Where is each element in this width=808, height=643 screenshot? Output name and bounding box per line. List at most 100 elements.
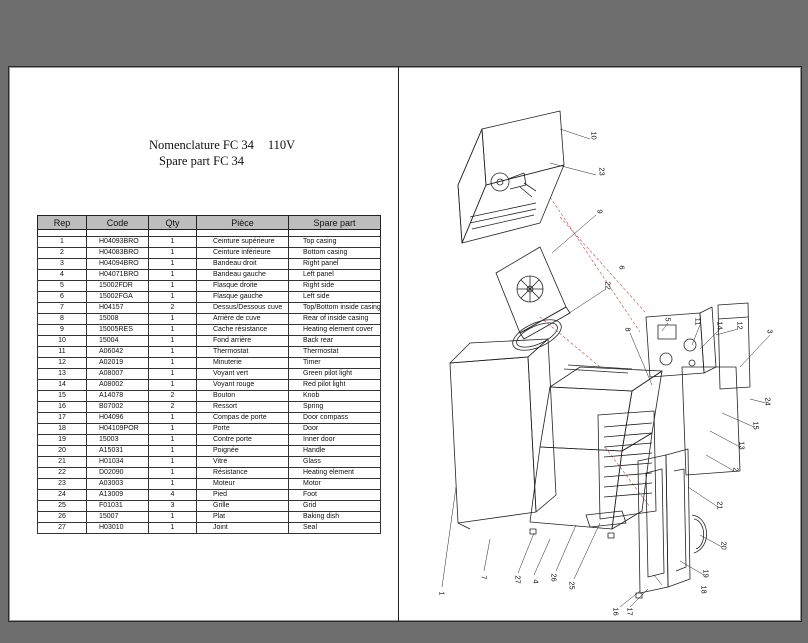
cell-code: A08007 [86,368,149,380]
cell-code: A13009 [86,489,149,501]
callout-17: 17 [625,607,635,616]
cell-code: 15002FDR [86,280,149,292]
cell-piece: Vitre [196,456,289,468]
cell-qty: 1 [148,445,197,457]
right-side-panel [681,366,741,476]
cell-spare: Inner door [288,434,381,446]
column-header-code: Code [86,215,149,230]
callout-8: 8 [623,327,633,332]
callout-24: 24 [763,397,773,406]
cell-code: H01034 [86,456,149,468]
cell-spare: Rear of inside casing [288,313,381,325]
cell-qty: 1 [148,291,197,303]
cell-code: H04109POR [86,423,149,435]
cell-qty: 1 [148,335,197,347]
cell-spare: Foot [288,489,381,501]
cell-rep: 15 [37,390,87,402]
cell-qty: 1 [148,412,197,424]
callout-13: 13 [737,441,747,450]
cell-rep: 16 [37,401,87,413]
cell-piece: Voyant rouge [196,379,289,391]
cell-spare: Top/Bottom inside casing [288,302,381,314]
cell-spare: Motor [288,478,381,490]
cell-piece: Arrière de cuve [196,313,289,325]
cell-rep: 21 [37,456,87,468]
table-header-row: Rep Code Qty Pièce Spare part [37,215,381,230]
control-panel [645,302,751,390]
cell-piece: Voyant vert [196,368,289,380]
callout-leader-lines [441,128,771,608]
cell-piece: Moteur [196,478,289,490]
column-header-rep: Rep [37,215,87,230]
cell-spare: Spring [288,401,381,413]
cell-code: H04093BRO [86,236,149,248]
cell-qty: 1 [148,357,197,369]
cell-qty: 1 [148,456,197,468]
cell-spare: Right side [288,280,381,292]
cell-qty: 1 [148,346,197,358]
callout-26: 26 [549,573,559,582]
left-side-panel [449,338,557,530]
cell-rep: 18 [37,423,87,435]
callout-21: 21 [715,501,725,510]
cell-rep: 8 [37,313,87,325]
cell-qty: 1 [148,247,197,259]
cell-qty: 1 [148,522,197,534]
cell-code: 15007 [86,511,149,523]
column-header-qty: Qty [148,215,197,230]
cell-rep: 23 [37,478,87,490]
cell-code: H04094BRO [86,258,149,270]
cell-spare: Left panel [288,269,381,281]
cell-code: A06042 [86,346,149,358]
callout-4: 4 [531,579,541,584]
cell-rep: 19 [37,434,87,446]
cell-piece: Ceinture supérieure [196,236,289,248]
table-spacer-row [37,229,381,237]
cell-rep: 6 [37,291,87,303]
cell-piece: Bouton [196,390,289,402]
column-header-spare-part: Spare part [288,215,381,230]
cell-piece: Porte [196,423,289,435]
cell-code: A14078 [86,390,149,402]
cell-spare: Green pilot light [288,368,381,380]
cell-piece: Plat [196,511,289,523]
cell-rep: 26 [37,511,87,523]
cell-rep: 3 [37,258,87,270]
cell-spare: Door [288,423,381,435]
callout-12: 12 [735,321,745,330]
cell-rep: 4 [37,269,87,281]
cell-qty: 3 [148,500,197,512]
cell-code: A08002 [86,379,149,391]
cell-spare: Baking dish [288,511,381,523]
cell-spare: Timer [288,357,381,369]
cell-rep: 20 [37,445,87,457]
oven-body [529,364,663,530]
cell-code: H04071BRO [86,269,149,281]
cell-qty: 1 [148,258,197,270]
cell-code: H04157 [86,302,149,314]
callout-20: 20 [719,541,729,550]
callout-3: 3 [765,329,775,334]
cell-rep: 1 [37,236,87,248]
callout-6: 6 [617,265,627,270]
cell-qty: 2 [148,390,197,402]
callout-7: 7 [479,575,489,580]
heating-element-cover [495,246,571,351]
callout-22: 22 [603,281,613,290]
cell-rep: 5 [37,280,87,292]
cell-spare: Heating element [288,467,381,479]
